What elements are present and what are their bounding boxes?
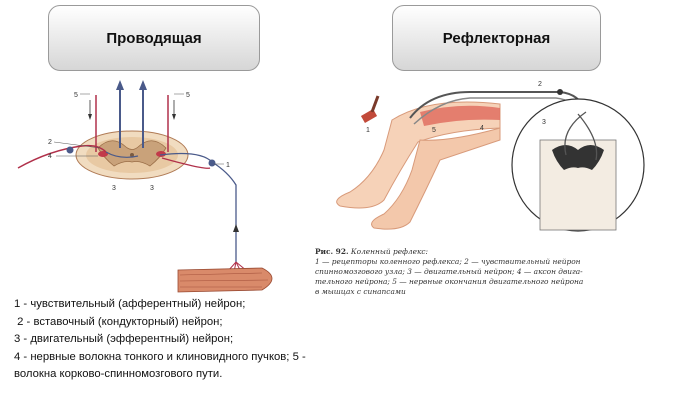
label-5: 5 <box>432 127 436 134</box>
legend-item: 3 - двигательный (эфферентный) нейрон; <box>14 333 234 346</box>
spinal-cord-section <box>75 130 189 180</box>
label-1: 1 <box>226 162 230 169</box>
reflex-hammer <box>360 95 380 123</box>
legend: 1 - чувствительный (афферентный) нейрон;… <box>14 296 324 384</box>
caption-figure-number: Рис. 92. <box>315 247 349 256</box>
caption-line: спинномозгового узла; 3 — двигательный н… <box>315 267 583 276</box>
figure-caption: Рис. 92. Коленный рефлекс: 1 — рецепторы… <box>315 247 687 297</box>
label-4: 4 <box>48 153 52 160</box>
label-1: 1 <box>366 127 370 134</box>
caption-title: Коленный рефлекс: <box>350 247 429 256</box>
label-5b: 5 <box>186 92 190 99</box>
label-3a: 3 <box>112 185 116 192</box>
label-2: 2 <box>538 81 542 88</box>
legend-item: волокна корково-спинномозгового пути. <box>14 368 223 381</box>
label-3: 3 <box>542 119 546 126</box>
legend-item: 4 - нервные волокна тонкого и клиновидно… <box>14 350 306 363</box>
label-5a: 5 <box>74 92 78 99</box>
tract-arrows <box>88 80 176 152</box>
muscle <box>177 267 273 293</box>
right-diagram-labels: 1 5 4 2 3 <box>366 81 546 134</box>
label-3b: 3 <box>150 185 154 192</box>
caption-line: тельного нейрона; 5 — нервные окончания … <box>315 277 584 286</box>
left-diagram-labels: 5 5 2 4 3 3 1 <box>48 92 230 192</box>
legs <box>336 101 501 230</box>
label-4: 4 <box>480 125 484 132</box>
legend-item: 2 - вставочный (кондукторный) нейрон; <box>14 315 223 328</box>
spinal-cord-magnified <box>511 98 645 232</box>
legend-item: 1 - чувствительный (афферентный) нейрон; <box>14 298 246 310</box>
label-2: 2 <box>48 139 52 146</box>
sensory-neuron <box>17 144 139 169</box>
title-conductive: Проводящая <box>48 5 260 71</box>
caption-line: 1 — рецепторы коленного рефлекса; 2 — чу… <box>315 257 581 266</box>
caption-line: в мышцах с синапсами <box>315 287 406 296</box>
title-reflex: Рефлекторная <box>392 5 601 71</box>
